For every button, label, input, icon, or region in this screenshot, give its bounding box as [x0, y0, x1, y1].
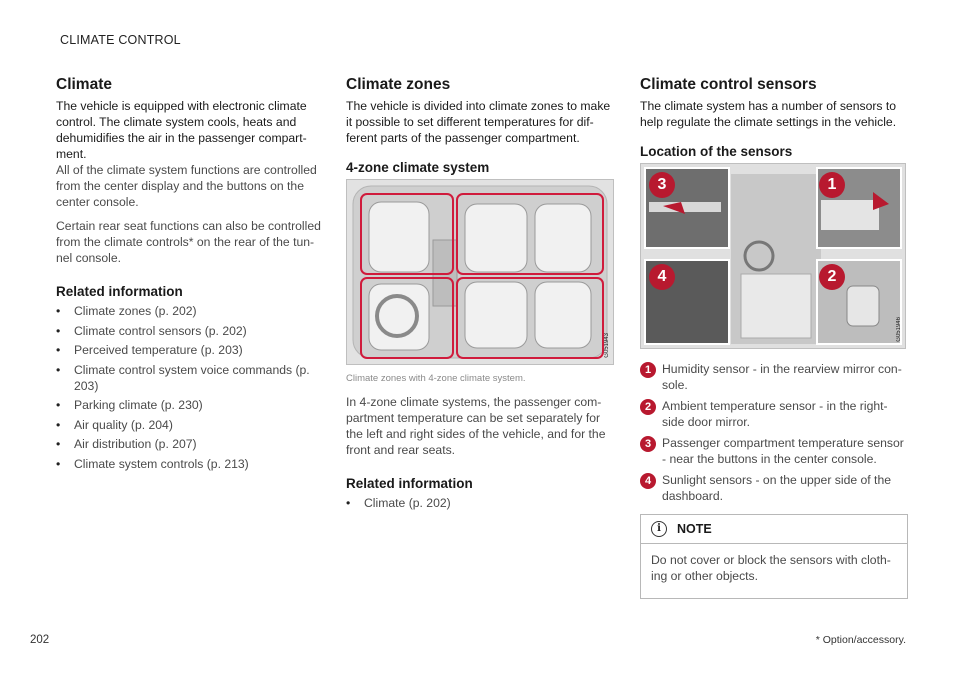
sensors-title: Climate control sensors — [640, 76, 817, 93]
related-link[interactable]: •Climate control system voice commands (… — [56, 362, 310, 393]
sensors-column: Climate control sensors The climate syst… — [640, 76, 908, 599]
note-header: i NOTE — [641, 521, 907, 544]
note-text: Do not cover or block the sensors with c… — [651, 553, 891, 583]
zones-lead: The vehicle is divided into climate zone… — [346, 99, 611, 145]
note-title: NOTE — [677, 522, 712, 536]
related-link[interactable]: •Climate control sensors (p. 202) — [56, 323, 247, 338]
related-link[interactable]: •Air distribution (p. 207) — [56, 437, 197, 451]
related-link[interactable]: •Air quality (p. 204) — [56, 417, 173, 432]
zones-caption: Climate zones with 4-zone climate system… — [346, 373, 526, 384]
section-header: CLIMATE CONTROL — [60, 33, 181, 47]
zones-subtitle: 4-zone climate system — [346, 160, 490, 175]
climate-related-title: Related information — [56, 284, 183, 299]
related-link[interactable]: •Climate system controls (p. 213) — [56, 456, 249, 471]
info-icon: i — [651, 521, 667, 537]
zones-related-list: •Climate (p. 202) — [346, 495, 614, 511]
climate-title: Climate — [56, 76, 112, 93]
sensors-subtitle: Location of the sensors — [640, 144, 793, 159]
footnote: * Option/accessory. — [815, 634, 906, 646]
zones-column: Climate zones The vehicle is divided int… — [346, 76, 614, 515]
sensor-badge-4: 4 — [649, 264, 675, 290]
zones-figure: G051943 — [346, 179, 614, 365]
sensors-image-code: G051946 — [896, 317, 902, 342]
zones-body: In 4-zone climate systems, the passenger… — [346, 395, 606, 457]
climate-related-list: •Climate zones (p. 202) •Climate control… — [56, 303, 322, 472]
zones-title: Climate zones — [346, 76, 451, 93]
sensor-badge-3: 3 — [649, 172, 675, 198]
sensor-badge-2: 2 — [819, 264, 845, 290]
climate-para-2: Certain rear seat functions can also be … — [56, 219, 321, 265]
climate-column: Climate The vehicle is equipped with ele… — [56, 76, 322, 475]
page-number: 202 — [30, 634, 50, 646]
zones-related-title: Related information — [346, 476, 473, 491]
climate-para-1: All of the climate system functions are … — [56, 163, 317, 209]
note-box: i NOTE Do not cover or block the sensors… — [640, 514, 908, 599]
related-link[interactable]: •Climate (p. 202) — [346, 496, 451, 510]
related-link[interactable]: •Perceived temperature (p. 203) — [56, 343, 243, 357]
sensor-badge-1: 1 — [819, 172, 845, 198]
sensor-locations-photo — [641, 164, 905, 348]
related-link[interactable]: •Climate zones (p. 202) — [56, 304, 197, 318]
related-link[interactable]: •Parking climate (p. 230) — [56, 398, 203, 412]
zones-image-code: G051943 — [604, 333, 610, 358]
car-interior-topview — [347, 180, 613, 364]
sensors-lead: The climate system has a number of senso… — [640, 99, 897, 129]
sensors-figure: 3 1 4 2 G051946 — [640, 163, 906, 349]
climate-lead: The vehicle is equipped with electronic … — [56, 99, 307, 161]
